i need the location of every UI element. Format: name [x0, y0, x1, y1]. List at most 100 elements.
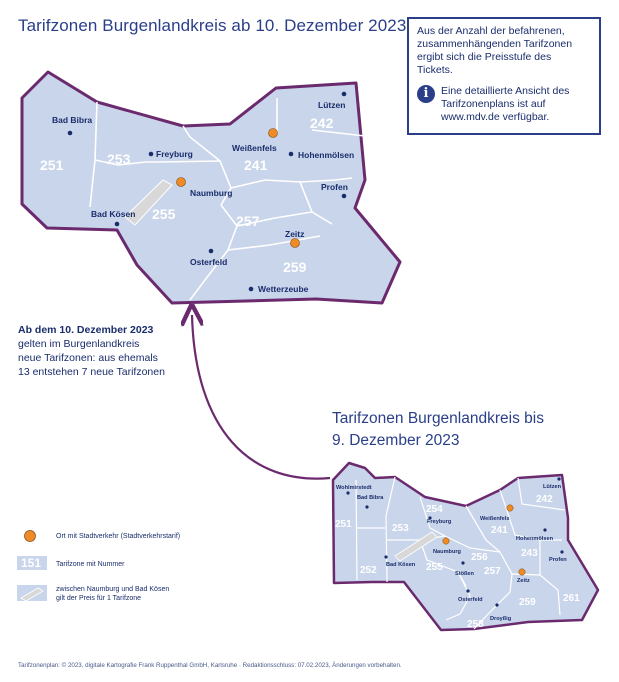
place-name: Bad Kösen — [91, 209, 135, 219]
city-traffic-dot — [268, 128, 278, 138]
place-dot — [248, 286, 254, 292]
city-traffic-dot — [518, 568, 526, 576]
zone-number: 256 — [471, 552, 488, 563]
legend-label-line: gilt der Preis für 1 Tarifzone — [56, 595, 142, 602]
zone-number: 259 — [519, 597, 536, 608]
legend-zone-number: 151 — [21, 556, 41, 570]
place-name: Weißenfels — [480, 516, 509, 522]
info-line: ergibt sich die Preisstufe des — [417, 51, 552, 63]
zone-number: 253 — [392, 523, 409, 534]
city-traffic-dot — [290, 238, 300, 248]
place-name: Freyburg — [156, 149, 193, 159]
place-name: Bad Bibra — [52, 115, 92, 125]
change-note: Ab dem 10. Dezember 2023 gelten im Burge… — [18, 323, 165, 379]
new-map-outline — [20, 70, 402, 305]
place-name: Hohenmölsen — [516, 536, 554, 542]
info-box: Aus der Anzahl der befahrenen, zusammenh… — [407, 17, 601, 135]
old-map-title: Tarifzonen Burgenlandkreis bis 9. Dezemb… — [332, 408, 544, 452]
old-map-title-line: 9. Dezember 2023 — [332, 432, 460, 449]
naumburg-bad-koesen-corridor — [124, 179, 173, 226]
legend-label-line: zwischen Naumburg und Bad Kösen — [56, 586, 170, 593]
change-note-line: gelten im Burgenlandkreis — [18, 338, 140, 350]
place-name: Profen — [321, 182, 348, 192]
info-line: Eine detaillierte Ansicht des — [441, 85, 570, 97]
place-dot — [341, 91, 347, 97]
city-traffic-dot — [506, 504, 514, 512]
place-name: Zeitz — [517, 578, 530, 584]
place-name: Wohlmirstedt — [336, 485, 372, 491]
old-zone-borders — [355, 476, 566, 630]
place-dot — [365, 505, 369, 509]
transition-arrow — [192, 315, 331, 480]
place-name: Naumburg — [190, 188, 233, 198]
page-title: Tarifzonen Burgenlandkreis ab 10. Dezemb… — [18, 16, 407, 35]
place-name: Hohenmölsen — [298, 150, 354, 160]
legend-zone-swatch — [17, 556, 47, 570]
old-place-markers — [346, 477, 564, 607]
zone-number: 257 — [236, 213, 260, 229]
place-name: Weißenfels — [232, 143, 277, 153]
place-dot — [543, 528, 547, 532]
place-name: Osterfeld — [458, 597, 483, 603]
info-line: zusammenhängenden Tarifzonen — [417, 38, 573, 50]
zone-number: 242 — [310, 115, 334, 131]
info-line: Tarifzonenplans ist auf — [441, 98, 546, 110]
legend-label: Ort mit Stadtverkehr (Stadtverkehrstarif… — [56, 533, 181, 540]
place-dot — [560, 550, 564, 554]
new-zone-map: 251 253 255 241 242 257 259 Bad Bibra Fr… — [20, 70, 402, 305]
place-dot — [466, 589, 470, 593]
place-dot — [114, 221, 120, 227]
legend-label: zwischen Naumburg und Bad Kösen gilt der… — [56, 585, 169, 603]
new-place-markers — [67, 91, 347, 292]
place-name: Osterfeld — [190, 257, 227, 267]
old-map-title-line: Tarifzonen Burgenlandkreis bis — [332, 410, 544, 427]
zone-number: 241 — [491, 525, 508, 536]
place-dot — [208, 248, 214, 254]
place-dot — [428, 516, 432, 520]
place-name: Droyßig — [490, 616, 512, 622]
zone-number: 243 — [521, 548, 538, 559]
place-dot — [461, 561, 465, 565]
place-name: Lützen — [543, 484, 562, 490]
zone-number: 258 — [467, 619, 484, 630]
place-dot — [384, 555, 388, 559]
old-place-names: Wohlmirstedt Bad Bibra Freyburg Naumburg… — [336, 484, 567, 622]
city-traffic-dot — [442, 537, 450, 545]
place-name: Stößen — [455, 571, 475, 577]
city-traffic-dot — [176, 177, 186, 187]
place-dot — [148, 151, 154, 157]
place-dot — [67, 130, 73, 136]
place-name: Wetterzeube — [258, 284, 309, 294]
zone-number: 257 — [484, 566, 501, 577]
zone-number: 241 — [244, 157, 268, 173]
place-dot — [288, 151, 294, 157]
legend-symbols: 151 — [17, 530, 47, 602]
new-zone-borders — [89, 98, 366, 301]
zone-number: 254 — [426, 504, 443, 515]
info-link[interactable]: www.mdv.de verfügbar. — [441, 111, 550, 123]
place-name: Freyburg — [427, 519, 452, 525]
legend-label: Tarifzone mit Nummer — [56, 561, 125, 568]
legend-corridor-shape — [20, 587, 44, 602]
change-note-line: neue Tarifzonen: aus ehemals — [18, 352, 158, 364]
zone-number: 261 — [563, 593, 580, 604]
new-zone-numbers: 251 253 255 241 242 257 259 — [40, 115, 334, 275]
zone-number: 255 — [152, 206, 176, 222]
footer-credits: Tarifzonenplan: © 2023, digitale Kartogr… — [18, 662, 402, 669]
zone-number: 253 — [107, 151, 131, 167]
zone-number: 251 — [335, 519, 352, 530]
change-note-heading: Ab dem 10. Dezember 2023 — [18, 324, 154, 336]
old-zone-numbers: 251 252 253 254 255 256 257 241 242 243 … — [335, 494, 580, 630]
info-text: Aus der Anzahl der befahrenen, zusammenh… — [417, 25, 591, 77]
legend-city-dot — [24, 530, 36, 542]
zone-number: 252 — [360, 565, 377, 576]
info-line: Tickets. — [417, 64, 453, 76]
place-dot — [495, 603, 499, 607]
place-name: Zeitz — [285, 229, 304, 239]
place-name: Lützen — [318, 100, 345, 110]
info-link-row: i Eine detaillierte Ansicht des Tarifzon… — [417, 85, 591, 124]
zone-number: 242 — [536, 494, 553, 505]
old-zone-map: 251 252 253 254 255 256 257 241 242 243 … — [331, 461, 600, 632]
place-dot — [346, 491, 350, 495]
